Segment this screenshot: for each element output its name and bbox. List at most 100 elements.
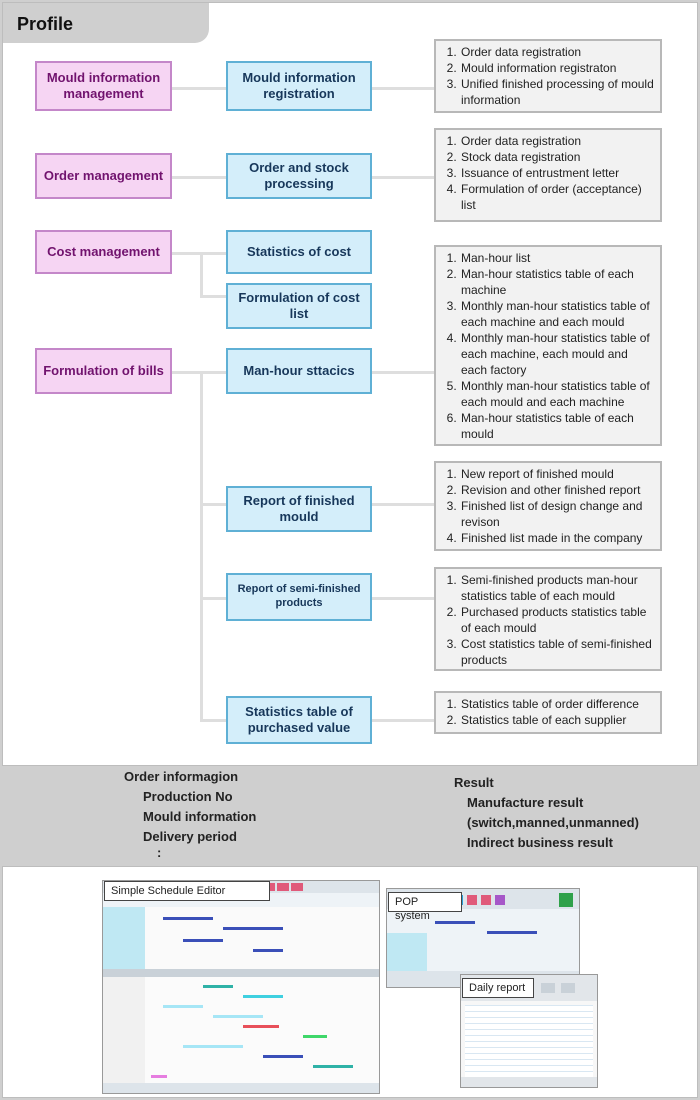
status-bar bbox=[103, 1083, 379, 1093]
flow-up-item: Manufacture result bbox=[467, 795, 584, 810]
schedule-bar bbox=[183, 1045, 243, 1048]
schedule-editor-label: Simple Schedule Editor bbox=[104, 881, 270, 901]
schedule-bar bbox=[263, 1055, 303, 1058]
flow-down-item: : bbox=[157, 845, 162, 860]
list-item: Revision and other finished report bbox=[460, 482, 654, 498]
category-cost-management: Cost management bbox=[35, 230, 172, 274]
report-table bbox=[465, 1005, 593, 1077]
list-item: Finished list made in the company bbox=[460, 530, 654, 546]
list-item: Monthly man-hour statistics table of eac… bbox=[460, 298, 654, 330]
list-order-stock: Order data registrationStock data regist… bbox=[434, 128, 662, 222]
toolbar-button bbox=[277, 883, 289, 891]
toolbar-button bbox=[481, 895, 491, 905]
list-item: Cost statistics table of semi-finished p… bbox=[460, 636, 654, 668]
toolbar-button bbox=[559, 893, 573, 907]
flow-up-text: Result Manufacture result (switch,manned… bbox=[454, 773, 639, 853]
row-header bbox=[103, 977, 145, 1087]
schedule-bar bbox=[303, 1035, 327, 1038]
list-item: Monthly man-hour statistics table of eac… bbox=[460, 378, 654, 410]
schedule-bar bbox=[243, 1025, 279, 1028]
category-formulation-of-bills: Formulation of bills bbox=[35, 348, 172, 394]
schedule-bar bbox=[487, 931, 537, 934]
process-man-hour-statistics: Man-hour sttacics bbox=[226, 348, 372, 394]
category-mould-information-management: Mould information management bbox=[35, 61, 172, 111]
list-semi-finished: Semi-finished products man-hour statisti… bbox=[434, 567, 662, 671]
connector bbox=[372, 597, 436, 600]
flow-down-item: Delivery period bbox=[143, 829, 237, 844]
schedule-bar bbox=[203, 985, 233, 988]
flow-down-item: Production No bbox=[143, 789, 233, 804]
connector bbox=[372, 176, 436, 179]
list-item: Semi-finished products man-hour statisti… bbox=[460, 572, 654, 604]
connector bbox=[372, 503, 436, 506]
list-item: Man-hour list bbox=[460, 250, 654, 266]
row-header bbox=[103, 907, 145, 969]
schedule-editor-screenshot bbox=[102, 880, 380, 1094]
process-statistics-of-cost: Statistics of cost bbox=[226, 230, 372, 274]
schedule-bar bbox=[151, 1075, 167, 1078]
toolbar-button bbox=[467, 895, 477, 905]
list-item: Stock data registration bbox=[460, 149, 654, 165]
flow-down-text: Order informagion Production No Mould in… bbox=[124, 767, 256, 859]
divider bbox=[103, 969, 379, 977]
list-mould-registration: Order data registrationMould information… bbox=[434, 39, 662, 113]
category-order-management: Order management bbox=[35, 153, 172, 199]
connector bbox=[200, 719, 228, 722]
list-item: Finished list of design change and revis… bbox=[460, 498, 654, 530]
toolbar-button bbox=[541, 983, 555, 993]
list-item: Man-hour statistics table of each machin… bbox=[460, 266, 654, 298]
process-statistics-of-purchased-value: Statistics table of purchased value bbox=[226, 696, 372, 744]
schedule-bar bbox=[243, 995, 283, 998]
connector bbox=[200, 371, 203, 721]
process-report-of-finished-mould: Report of finished mould bbox=[226, 486, 372, 532]
schedule-bar bbox=[183, 939, 223, 942]
arrow-up-icon bbox=[386, 768, 422, 864]
toolbar-button bbox=[561, 983, 575, 993]
arrow-down-icon bbox=[284, 766, 320, 862]
flow-up-title: Result bbox=[454, 775, 494, 790]
list-item: Unified finished processing of mould inf… bbox=[460, 76, 654, 108]
schedule-bar bbox=[313, 1065, 353, 1068]
daily-report-label: Daily report bbox=[462, 978, 534, 998]
list-item: Mould information registraton bbox=[460, 60, 654, 76]
title-tab bbox=[3, 3, 209, 43]
schedule-bar bbox=[163, 917, 213, 920]
list-item: Formulation of order (acceptance) list bbox=[460, 181, 654, 213]
process-mould-information-registration: Mould information registration bbox=[226, 61, 372, 111]
schedule-bar bbox=[435, 921, 475, 924]
flow-up-item: (switch,manned,unmanned) bbox=[467, 815, 639, 830]
list-item: Statistics table of each supplier bbox=[460, 712, 654, 728]
process-order-and-stock-processing: Order and stock processing bbox=[226, 153, 372, 199]
schedule-bar bbox=[253, 949, 283, 952]
flow-up-item: Indirect business result bbox=[467, 835, 613, 850]
list-item: Purchased products statistics table of e… bbox=[460, 604, 654, 636]
connector bbox=[372, 371, 436, 374]
list-item: Statistics table of order difference bbox=[460, 696, 654, 712]
connector bbox=[372, 87, 436, 90]
list-item: Monthly man-hour statistics table of eac… bbox=[460, 330, 654, 378]
schedule-bar bbox=[213, 1015, 263, 1018]
flow-down-item: Mould information bbox=[143, 809, 257, 824]
pop-system-label: POP system bbox=[388, 892, 462, 922]
process-formulation-of-cost-list: Formulation of cost list bbox=[226, 283, 372, 329]
list-item: Issuance of entrustment letter bbox=[460, 165, 654, 181]
process-report-of-semi-finished-products: Report of semi-finished products bbox=[226, 573, 372, 621]
connector bbox=[200, 252, 203, 296]
toolbar-button bbox=[495, 895, 505, 905]
list-item: New report of finished mould bbox=[460, 466, 654, 482]
connector bbox=[172, 87, 228, 90]
page-title: Profile bbox=[17, 14, 74, 34]
schedule-bar bbox=[223, 927, 283, 930]
connector bbox=[172, 176, 228, 179]
flow-down-title: Order informagion bbox=[124, 769, 239, 784]
connector bbox=[372, 719, 436, 722]
list-item: Order data registration bbox=[460, 133, 654, 149]
status-bar bbox=[461, 1077, 597, 1087]
list-finished-mould: New report of finished mouldRevision and… bbox=[434, 461, 662, 551]
list-item: Man-hour statistics table of each mould bbox=[460, 410, 654, 442]
connector bbox=[200, 295, 228, 298]
toolbar-button bbox=[291, 883, 303, 891]
connector bbox=[200, 503, 228, 506]
grid bbox=[145, 977, 379, 1087]
